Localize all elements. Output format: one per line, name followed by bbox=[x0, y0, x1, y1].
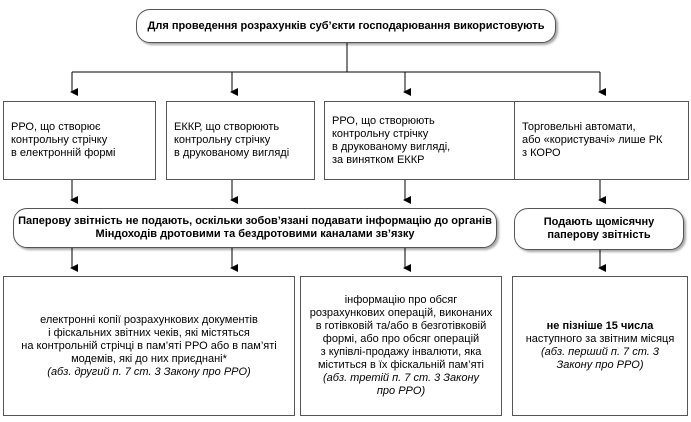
category-box-rro-printed: РРО, що створюють контрольну стрічку в д… bbox=[324, 101, 515, 180]
bottom-box-fiscal-info: інформацію про обсяг розрахункових опера… bbox=[300, 276, 502, 416]
category-line: за винятком ЕККР bbox=[332, 153, 425, 166]
bottom-line: наступного за звітним місяця bbox=[525, 333, 675, 345]
bottom-line: з купівлі-продажу інвалюти, яка bbox=[320, 346, 482, 358]
top-box: Для проведення розрахунків суб’єкти госп… bbox=[136, 9, 556, 43]
category-line: в друкованому вигляді, bbox=[332, 140, 451, 153]
middle-right-line: паперову звітність bbox=[547, 229, 651, 241]
category-line: РРО, що створюють bbox=[332, 114, 435, 127]
bottom-line: модемів, які до них приєднані* bbox=[71, 352, 227, 365]
bottom-line: на контрольній стрічці в пам’яті РРО або… bbox=[21, 339, 277, 352]
law-reference: (абз. третій п. 7 ст. 3 Закону bbox=[322, 372, 480, 384]
middle-right-line: Подають щомісячну bbox=[543, 216, 655, 228]
top-box-text: Для проведення розрахунків суб’єкти госп… bbox=[147, 19, 545, 32]
category-line: в електронній формі bbox=[11, 147, 116, 159]
category-box-ekkr-printed: ЕККР, що створюють контрольну стрічку в … bbox=[166, 101, 315, 180]
category-line: контрольну стрічку bbox=[11, 134, 108, 146]
bottom-line: і фіскальних звітних чеків, які містятьс… bbox=[48, 326, 250, 339]
bottom-line: електронні копії розрахункових документі… bbox=[40, 313, 258, 326]
no-paper-reporting-box: Паперову звітність не подають, оскільки … bbox=[13, 208, 497, 248]
middle-left-line: Паперову звітність не подають, оскільки … bbox=[18, 215, 492, 227]
category-box-vending: Торговельні автомати, або «користувачі» … bbox=[514, 101, 689, 180]
bottom-line: міститься в їх фіскальній пам’яті bbox=[317, 359, 485, 371]
middle-left-line: Міндоходів дротовими та бездротовими кан… bbox=[95, 228, 415, 240]
category-line: з КОРО bbox=[522, 147, 561, 159]
bottom-line: розрахункових операцій, виконаних bbox=[309, 307, 493, 319]
category-line: контрольну стрічку bbox=[332, 127, 429, 140]
bottom-line: формі, або про обсяг операцій bbox=[322, 333, 480, 345]
category-line: контрольну стрічку bbox=[174, 134, 271, 146]
category-line: в друкованому вигляді bbox=[174, 147, 290, 159]
bottom-box-electronic-copies: електронні копії розрахункових документі… bbox=[3, 276, 295, 416]
category-line: ЕККР, що створюють bbox=[174, 121, 280, 133]
law-reference: Закону про РРО) bbox=[556, 359, 644, 371]
monthly-paper-reporting-box: Подають щомісячну паперову звітність bbox=[514, 208, 684, 250]
category-line: або «користувачі» лише РК bbox=[522, 134, 663, 146]
bottom-line: інформацію про обсяг bbox=[344, 294, 458, 306]
law-reference: (абз. другий п. 7 ст. 3 Закону про РРО) bbox=[47, 365, 251, 378]
deadline-text: не пізніше 15 числа bbox=[546, 320, 654, 332]
category-line: Торговельні автомати, bbox=[522, 121, 636, 133]
category-line: РРО, що створює bbox=[11, 121, 101, 133]
bottom-line: в готівковій та/або в безготівковій bbox=[315, 320, 487, 332]
law-reference: про РРО) bbox=[376, 385, 426, 397]
category-box-rro-electronic: РРО, що створює контрольну стрічку в еле… bbox=[3, 101, 156, 180]
bottom-box-deadline: не пізніше 15 числа наступного за звітни… bbox=[512, 276, 688, 416]
law-reference: (абз. перший п. 7 ст. 3 bbox=[540, 346, 659, 358]
